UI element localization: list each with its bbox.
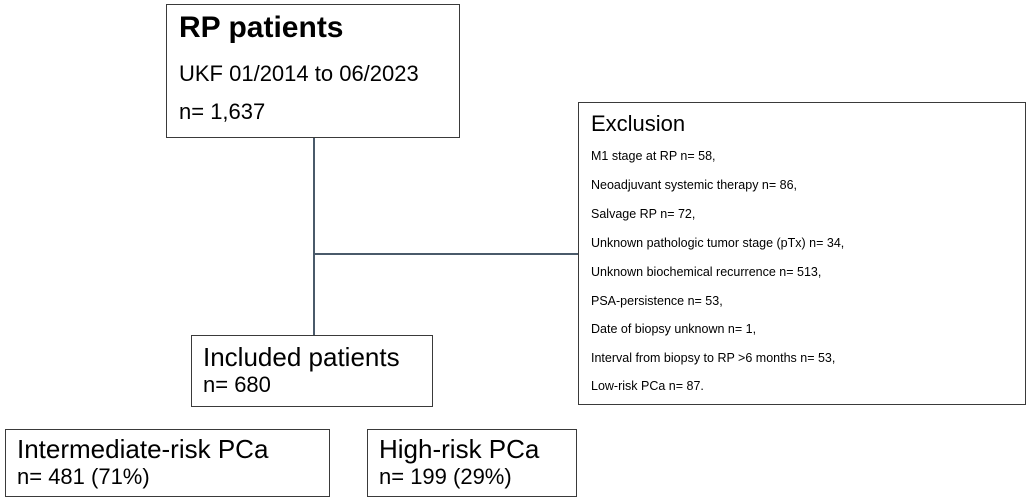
exclusion-item: Unknown biochemical recurrence n= 513,	[591, 265, 822, 279]
exclusion-item: Neoadjuvant systemic therapy n= 86,	[591, 178, 798, 192]
high-risk-count: n= 199 (29%)	[379, 464, 512, 489]
rp-patients-period: UKF 01/2014 to 06/2023	[179, 61, 419, 86]
exclusion-item: Low-risk PCa n= 87.	[591, 379, 704, 393]
exclusion-item: M1 stage at RP n= 58,	[591, 149, 716, 163]
included-patients-box: Included patients n= 680	[191, 335, 433, 407]
exclusion-title: Exclusion	[591, 111, 686, 136]
exclusion-item: Unknown pathologic tumor stage (pTx) n= …	[591, 236, 845, 250]
intermediate-risk-title: Intermediate-risk PCa	[17, 434, 269, 464]
included-patients-title: Included patients	[203, 342, 400, 372]
rp-patients-count: n= 1,637	[179, 99, 266, 124]
intermediate-risk-count: n= 481 (71%)	[17, 464, 150, 489]
exclusion-item: PSA-persistence n= 53,	[591, 294, 723, 308]
intermediate-risk-box: Intermediate-risk PCa n= 481 (71%)	[5, 429, 330, 497]
rp-patients-title: RP patients	[179, 11, 344, 44]
exclusion-item: Salvage RP n= 72,	[591, 207, 696, 221]
rp-patients-box: RP patients UKF 01/2014 to 06/2023 n= 1,…	[166, 4, 460, 138]
included-patients-count: n= 680	[203, 372, 271, 397]
exclusion-item: Interval from biopsy to RP >6 months n= …	[591, 351, 836, 365]
high-risk-title: High-risk PCa	[379, 434, 540, 464]
exclusion-box: Exclusion M1 stage at RP n= 58, Neoadjuv…	[578, 102, 1026, 405]
connector-vertical-line	[313, 138, 315, 335]
high-risk-box: High-risk PCa n= 199 (29%)	[367, 429, 577, 497]
exclusion-item: Date of biopsy unknown n= 1,	[591, 322, 757, 336]
connector-exclusion-line	[313, 253, 578, 255]
